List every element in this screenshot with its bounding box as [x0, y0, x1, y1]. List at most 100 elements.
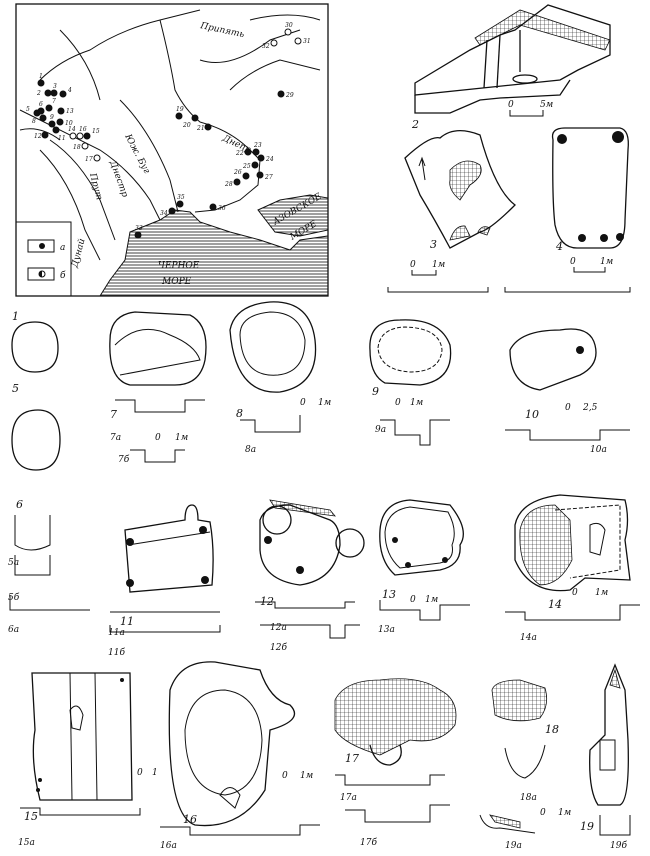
section-label-10a: 10а [590, 445, 607, 455]
figure-label-8: 8 [236, 407, 243, 420]
scale-zero: 0 [508, 100, 514, 110]
scale-zero: 0 [300, 398, 306, 408]
site-number: 31 [303, 38, 311, 45]
site-marker [242, 172, 250, 180]
scale-zero: 0 [540, 808, 546, 818]
site-number: 22 [235, 150, 244, 157]
site-marker [244, 148, 252, 156]
figure-label-16: 16 [183, 813, 197, 826]
site-number: 7 [52, 98, 56, 105]
site-marker [284, 28, 292, 36]
site-number: 4 [67, 87, 72, 94]
section-label-12b: 12б [270, 642, 287, 653]
scale-zero: 0 [570, 257, 576, 267]
site-number: 9 [50, 114, 54, 121]
site-marker [168, 207, 176, 215]
section-label-5b: 5б [8, 592, 20, 603]
figure-label-1: 1 [12, 310, 19, 323]
site-number: 24 [265, 156, 274, 163]
figure-label-2: 2 [411, 118, 419, 131]
legend-label-b: б [60, 270, 66, 281]
section-label-11b: 11б [108, 647, 125, 658]
scale-1m: 1м [410, 398, 423, 408]
site-marker [50, 89, 58, 97]
scale-1m: 1м [595, 588, 608, 598]
figure-label-14: 14 [548, 598, 562, 611]
black-sea [99, 209, 329, 297]
site-number: 6 [39, 101, 43, 108]
site-marker [257, 154, 265, 162]
site-marker [175, 112, 183, 120]
site-number: 2 [36, 90, 41, 97]
scale-1m: 1м [318, 398, 331, 408]
figure-label-18: 18 [545, 723, 559, 736]
rivers [19, 9, 321, 261]
site-number: 10 [65, 120, 73, 127]
site-marker [134, 231, 142, 239]
sea-label-black-2: МОРЕ [161, 277, 192, 287]
site-number: 33 [135, 225, 143, 232]
river-label-dunai: Дунай [70, 237, 88, 269]
site-marker [176, 200, 184, 208]
scale-1: 1 [152, 768, 158, 778]
site-marker [45, 104, 53, 112]
site-marker [81, 142, 89, 150]
azov-sea [257, 194, 329, 237]
figure-3-plan: 3 0 1м [387, 130, 516, 293]
legend-label-a: а [60, 243, 65, 253]
site-marker [204, 123, 212, 131]
section-label-9a: 9а [375, 425, 386, 435]
site-marker [209, 203, 217, 211]
figure-label-10: 10 [525, 408, 539, 421]
site-marker [294, 37, 302, 45]
scale-zero: 0 [565, 403, 571, 413]
scale-1m: 1м [425, 595, 438, 605]
site-number: 19 [176, 106, 184, 113]
site-number: 11 [58, 135, 66, 142]
sea-label-black-1: ЧЕРНОЕ [158, 261, 200, 271]
site-marker [52, 126, 60, 134]
figures-row-2: 1 5 6 5а 5б 6а 7 7а 0 1м 7б 8 0 1м 8а 9 … [8, 301, 630, 635]
site-number: 20 [182, 122, 191, 129]
section-label-7b: 7б [118, 454, 130, 465]
section-label-11a: 11а [108, 628, 125, 638]
site-marker [93, 154, 101, 162]
figure-label-9: 9 [372, 385, 379, 398]
scale-1m: 1м [175, 433, 188, 443]
site-marker [57, 107, 65, 115]
site-marker [233, 178, 241, 186]
site-number: 27 [264, 174, 273, 181]
figure-label-17: 17 [345, 752, 359, 765]
site-number: 29 [285, 92, 294, 99]
site-number: 36 [218, 205, 226, 212]
site-marker [41, 131, 49, 139]
section-label-6a: 6а [8, 625, 19, 635]
site-number: 32 [262, 43, 270, 50]
section-label-17b: 17б [360, 837, 377, 848]
site-number: 12 [34, 133, 42, 140]
scale-1m: 1м [300, 771, 313, 781]
site-marker [76, 132, 84, 140]
river-label-prut: Прут [87, 171, 104, 201]
section-label-5a: 5а [8, 558, 19, 568]
figure-4-plan: 4 0 1м [504, 127, 631, 293]
site-number: 35 [177, 194, 185, 201]
site-number: 34 [160, 210, 168, 217]
section-label-17a: 17а [340, 793, 357, 803]
filled-circle-icon [39, 243, 45, 249]
scale-zero: 0 [572, 588, 578, 598]
site-marker [37, 107, 45, 115]
site-number: 23 [253, 142, 262, 149]
scale-1m: 1м [558, 808, 571, 818]
figure-2-reconstruction: 2 0 5м [411, 4, 611, 131]
site-marker [48, 120, 56, 128]
site-marker [39, 114, 47, 122]
scale-zero: 0 [410, 260, 416, 270]
figure-label-6: 6 [16, 498, 23, 511]
half-filled-circle-icon [39, 271, 42, 277]
site-number: 30 [285, 22, 293, 29]
scale-zero: 0 [395, 398, 401, 408]
site-number: 21 [196, 125, 205, 132]
scale-5m: 5м [540, 100, 553, 110]
